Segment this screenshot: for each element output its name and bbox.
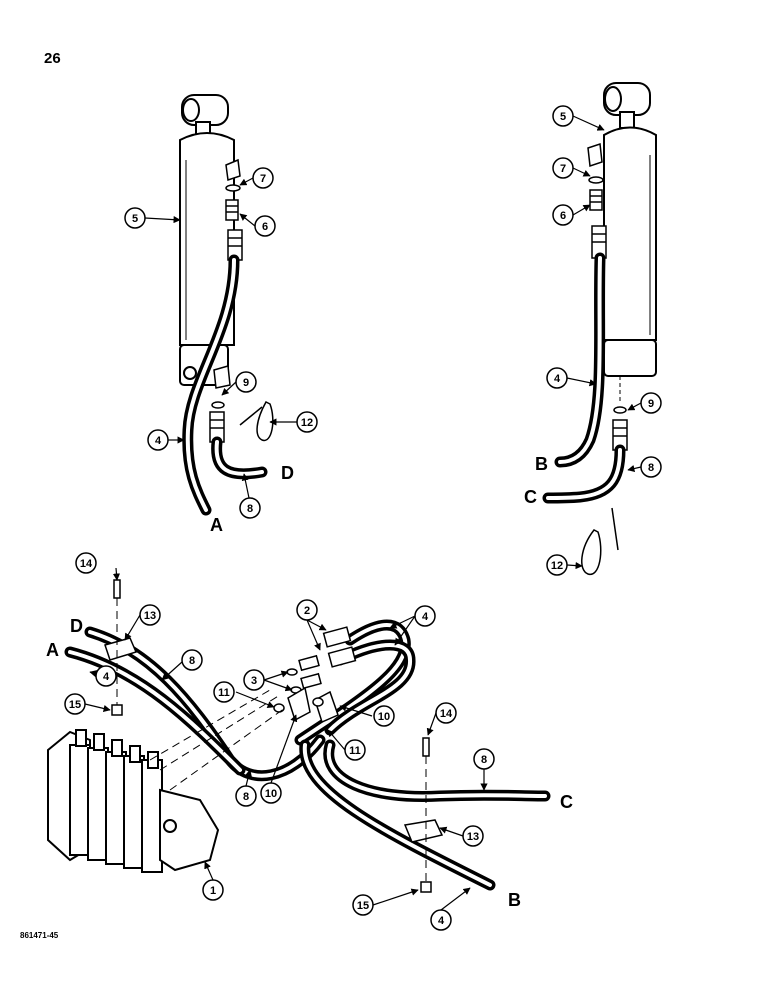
callout-8-left: 8 (247, 503, 253, 515)
callout-4-bottom-right: 4 (438, 915, 445, 927)
page-number: 26 (44, 50, 61, 67)
callout-6-right: 6 (560, 210, 566, 222)
left-hoses (182, 254, 268, 516)
callout-8-right: 8 (648, 462, 654, 474)
callout-1: 1 (210, 885, 216, 897)
callout-3: 3 (251, 675, 257, 687)
callout-13-left: 13 (144, 610, 156, 622)
callout-4-bottom-top: 4 (422, 611, 429, 623)
callout-7-left: 7 (260, 173, 266, 185)
callout-10-left: 10 (265, 788, 277, 800)
callout-14-right: 14 (440, 708, 453, 720)
hose-end-b-bottom: B (508, 890, 521, 910)
callout-4-bottom-left: 4 (103, 671, 110, 683)
callout-9-left: 9 (243, 377, 249, 389)
callout-8-bottom-right: 8 (481, 754, 487, 766)
control-valve (47, 729, 220, 873)
leader-lines (84, 115, 642, 911)
hose-end-b-top: B (535, 454, 548, 474)
callout-15-left: 15 (69, 699, 81, 711)
right-cylinder (603, 82, 657, 377)
callout-7-right: 7 (560, 163, 566, 175)
hose-end-c-bottom: C (560, 792, 573, 812)
callout-2: 2 (304, 605, 310, 617)
hose-end-c-top: C (524, 487, 537, 507)
callout-5-right: 5 (560, 111, 566, 123)
callout-8-bottom-mid: 8 (243, 791, 249, 803)
hose-end-a-bottom: A (46, 640, 59, 660)
left-fittings (209, 158, 274, 443)
callout-11-right: 11 (349, 745, 361, 757)
callout-4-left: 4 (155, 435, 162, 447)
callout-bubbles (64, 105, 662, 931)
right-fittings (581, 142, 628, 575)
callout-4-right: 4 (554, 373, 561, 385)
callout-12-left: 12 (301, 417, 313, 429)
hose-end-d-top: D (281, 463, 294, 483)
callout-13-right: 13 (467, 831, 479, 843)
hose-end-d-bottom: D (70, 616, 83, 636)
callout-8-bottom-left: 8 (189, 655, 195, 667)
bottom-hoses (64, 619, 551, 891)
callout-10-right: 10 (378, 711, 390, 723)
drawing-code: 861471-45 (20, 931, 59, 940)
callout-11-left: 11 (218, 687, 230, 699)
dashed-lines (116, 598, 427, 882)
callout-9-right: 9 (648, 398, 654, 410)
callout-14-left: 14 (80, 558, 93, 570)
right-hoses (542, 252, 626, 504)
callout-15-right: 15 (357, 900, 369, 912)
callout-6-left: 6 (262, 221, 268, 233)
left-cylinder (179, 94, 235, 386)
callout-5-left: 5 (132, 213, 138, 225)
bottom-fittings (104, 579, 444, 893)
hose-end-a-top: A (210, 515, 223, 535)
callout-12-right: 12 (551, 560, 563, 572)
